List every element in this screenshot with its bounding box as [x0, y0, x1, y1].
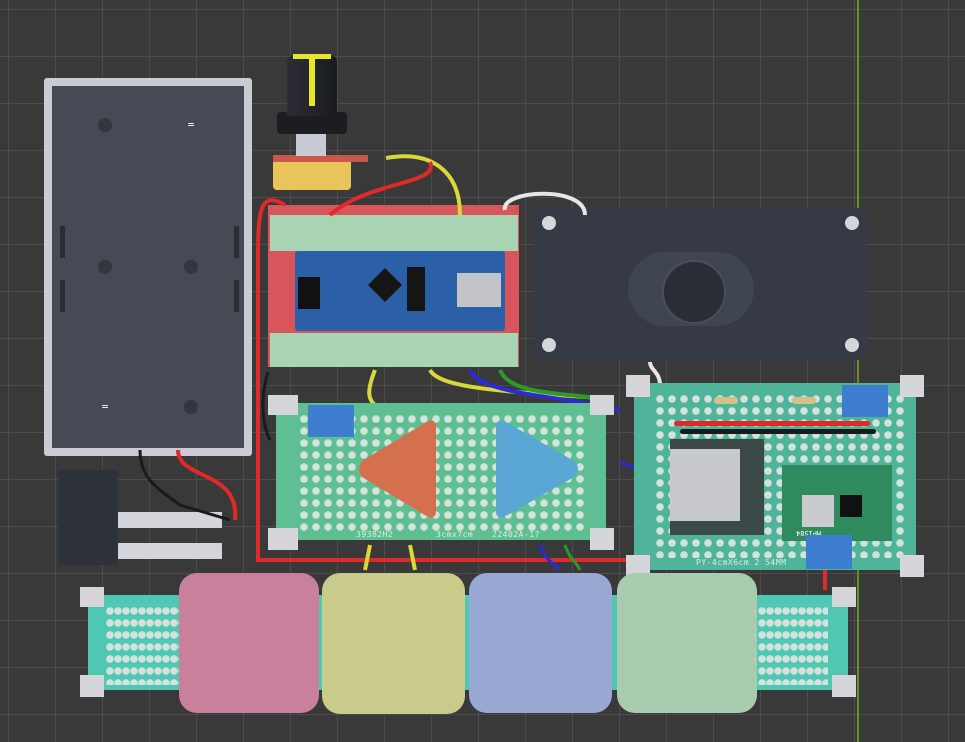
terminal-block [842, 385, 888, 417]
jumper-red [674, 421, 870, 426]
key-blue[interactable] [469, 573, 612, 713]
usb-chip [407, 267, 425, 311]
screw-hole [98, 118, 112, 132]
board-corner [80, 675, 104, 697]
screw-hole [184, 400, 198, 414]
battery-holder[interactable]: = = [44, 78, 252, 456]
pot-shaft [296, 130, 326, 156]
polarity-mark: = [187, 118, 195, 131]
key-yellow[interactable] [322, 573, 465, 714]
clip [60, 280, 65, 312]
holes-grid-right [758, 605, 828, 685]
clip [234, 280, 239, 312]
silkscreen-label: 3cmx7cm [436, 530, 474, 539]
resistor [792, 397, 816, 404]
pot-leg [273, 155, 368, 162]
button-board[interactable]: 39382H2 3cmx7cm 22402A-17 [276, 403, 606, 540]
silkscreen-label: 22402A-17 [492, 530, 540, 539]
speaker-dome [662, 260, 726, 324]
resistor [714, 397, 738, 404]
terminal-strip-bottom [270, 333, 518, 367]
board-corner [832, 675, 856, 697]
arduino-nano [295, 251, 505, 331]
mount-hole [542, 338, 556, 352]
switch-terminal [118, 543, 222, 559]
board-corner [268, 528, 298, 550]
board-corner [590, 395, 614, 415]
terminal-block [806, 535, 852, 569]
right-arrow-button[interactable] [486, 419, 586, 519]
jumper-black [680, 429, 876, 434]
arduino-shield[interactable] [268, 205, 519, 367]
board-corner [590, 528, 614, 550]
silkscreen-label: 39382H2 [356, 530, 394, 539]
board-corner [80, 587, 104, 607]
usb-port [457, 273, 501, 307]
mount-hole [845, 216, 859, 230]
speaker[interactable] [534, 208, 867, 360]
y-axis-line [857, 0, 859, 742]
potentiometer[interactable] [272, 40, 368, 190]
key-pink[interactable] [179, 573, 319, 713]
icsp-header [298, 277, 320, 309]
terminal-block [308, 405, 354, 437]
board-corner [626, 375, 650, 397]
mount-hole [845, 338, 859, 352]
audio-board[interactable]: MP1584 PY-4cmX6cm 2 54MM [634, 383, 916, 570]
step-down-module: MP1584 [782, 465, 892, 541]
power-switch[interactable] [58, 470, 118, 565]
clip [60, 226, 65, 258]
pot-base [273, 158, 351, 190]
key-green[interactable] [617, 573, 757, 713]
microcontroller-chip [368, 268, 402, 302]
knob-indicator-line [309, 56, 315, 106]
mount-hole [542, 216, 556, 230]
sd-card-slot [670, 449, 740, 521]
clip [234, 226, 239, 258]
battery-holder-body [52, 86, 244, 448]
polarity-mark: = [101, 400, 109, 413]
board-corner [900, 555, 924, 577]
switch-terminal [118, 512, 222, 528]
board-corner [626, 555, 650, 577]
screw-hole [184, 260, 198, 274]
inductor [802, 495, 834, 527]
terminal-strip-top [270, 215, 518, 251]
left-arrow-button[interactable] [356, 419, 436, 519]
knob-skirt [277, 112, 347, 134]
dfplayer-module [670, 439, 764, 535]
board-corner [832, 587, 856, 607]
silkscreen-label: PY-4cmX6cm 2 54MM [696, 558, 787, 567]
ic-chip [840, 495, 862, 517]
screw-hole [98, 260, 112, 274]
board-corner [900, 375, 924, 397]
board-corner [268, 395, 298, 415]
holes-grid-left [106, 605, 184, 685]
